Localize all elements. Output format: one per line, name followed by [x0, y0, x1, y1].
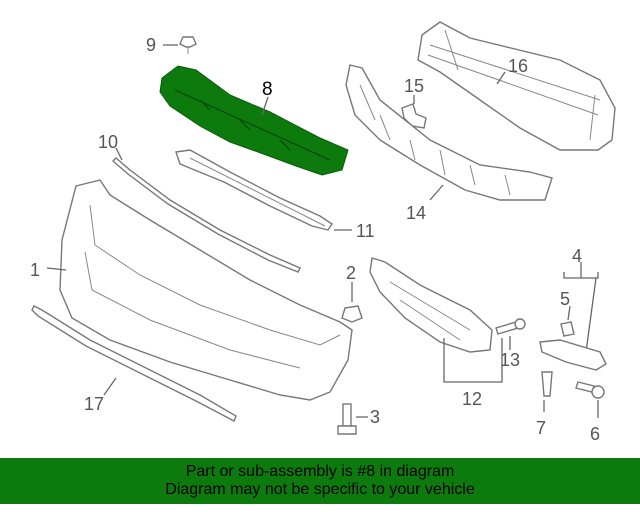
callout-14: 14 [406, 203, 426, 223]
callout-7: 7 [536, 418, 546, 438]
clip-part[interactable] [179, 36, 197, 54]
upper-cover-part-highlighted[interactable] [159, 65, 349, 176]
callout-16: 16 [508, 56, 528, 76]
screw-part-13[interactable] [495, 318, 526, 335]
banner-line-2: Diagram may not be specific to your vehi… [165, 481, 475, 498]
molding-strip-part[interactable] [111, 157, 301, 273]
callout-2: 2 [346, 263, 356, 283]
retainer-part[interactable] [341, 305, 363, 323]
side-bracket-part[interactable] [539, 339, 607, 371]
energy-absorber-part[interactable] [345, 64, 553, 201]
callout-8: 8 [262, 79, 273, 100]
bumper-cover-part[interactable] [59, 179, 353, 401]
screw-part-6[interactable] [575, 381, 605, 399]
nut-part-5[interactable] [560, 321, 575, 337]
callout-6: 6 [590, 424, 600, 444]
callout-12: 12 [462, 389, 482, 409]
callout-17: 17 [84, 394, 104, 414]
reinforcement-beam-part[interactable] [417, 21, 616, 151]
info-banner: Part or sub-assembly is #8 in diagram Di… [0, 458, 640, 504]
callout-4: 4 [572, 246, 582, 266]
callout-10: 10 [98, 132, 118, 152]
parts-diagram: 16 15 14 9 8 10 11 1 [30, 21, 616, 444]
callout-3: 3 [370, 407, 380, 427]
fog-lamp-bezel-part[interactable] [369, 257, 493, 353]
grille-insert-part[interactable] [175, 149, 333, 231]
bolt-part-7[interactable] [541, 371, 553, 397]
lower-strip-part[interactable] [31, 305, 237, 422]
callout-9: 9 [146, 35, 156, 55]
bolt-part-3[interactable] [337, 403, 357, 435]
callout-1: 1 [30, 260, 40, 280]
callout-5: 5 [560, 289, 570, 309]
callout-11: 11 [356, 221, 375, 241]
callout-13: 13 [500, 350, 520, 370]
banner-line-1: Part or sub-assembly is #8 in diagram [185, 463, 455, 480]
callout-15: 15 [404, 76, 424, 96]
